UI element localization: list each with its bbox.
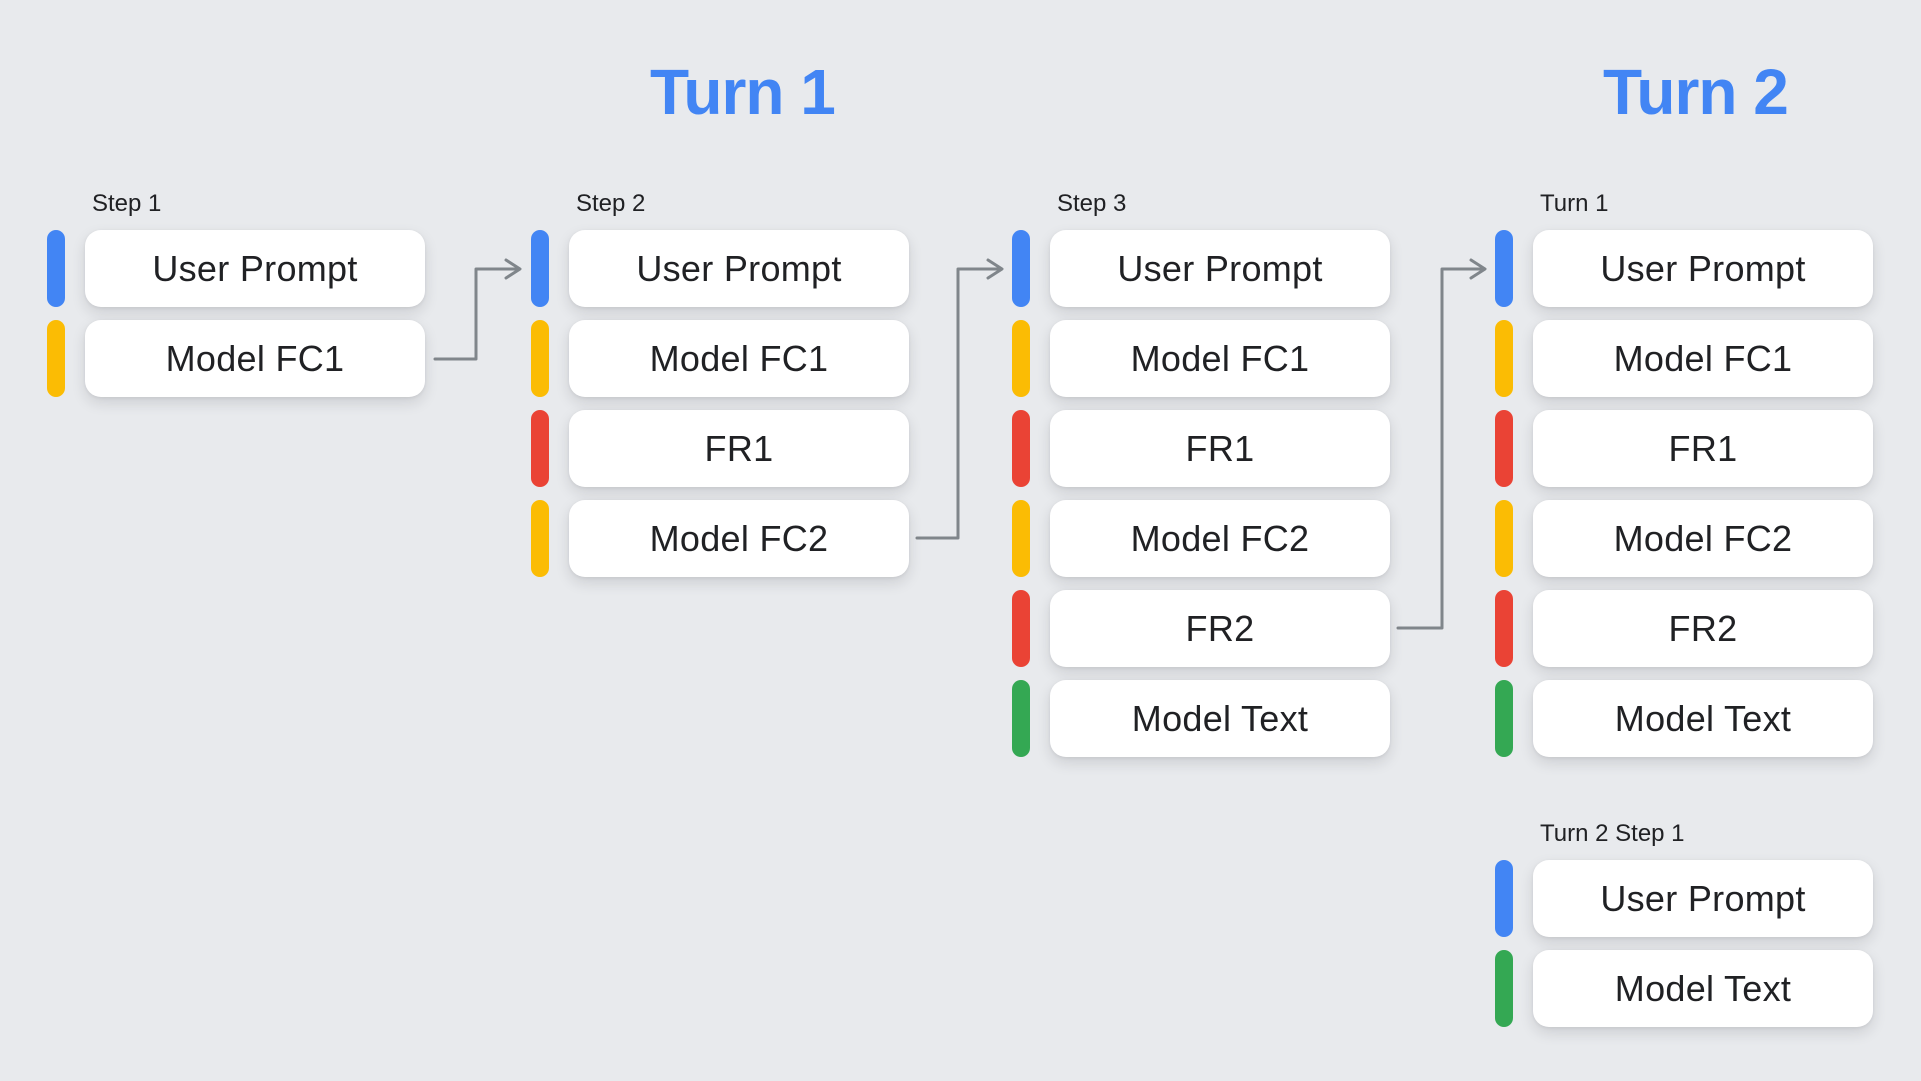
blue-bar (1495, 230, 1513, 307)
card-model-text: Model Text (1050, 680, 1390, 757)
group-label: Turn 2 Step 1 (1540, 820, 1685, 847)
card-model-fc2: Model FC2 (1533, 500, 1873, 577)
flow-arrow (915, 267, 1003, 540)
card-user-prompt: User Prompt (1533, 230, 1873, 307)
card-user-prompt: User Prompt (85, 230, 425, 307)
card-fr1: FR1 (1050, 410, 1390, 487)
yellow-bar (531, 320, 549, 397)
card-fr2: FR2 (1533, 590, 1873, 667)
card-model-text: Model Text (1533, 680, 1873, 757)
red-bar (1495, 410, 1513, 487)
turn-title: Turn 1 (650, 56, 836, 128)
blue-bar (1012, 230, 1030, 307)
arrowhead-icon (504, 258, 522, 280)
red-bar (1495, 590, 1513, 667)
card-model-fc2: Model FC2 (569, 500, 909, 577)
group-label: Step 2 (576, 190, 646, 217)
card-model-text: Model Text (1533, 950, 1873, 1027)
green-bar (1495, 680, 1513, 757)
red-bar (1012, 410, 1030, 487)
yellow-bar (531, 500, 549, 577)
group-label: Step 1 (92, 190, 162, 217)
group-label: Turn 1 (1540, 190, 1609, 217)
card-model-fc2: Model FC2 (1050, 500, 1390, 577)
turn-title: Turn 2 (1603, 56, 1789, 128)
card-fr2: FR2 (1050, 590, 1390, 667)
card-model-fc1: Model FC1 (1050, 320, 1390, 397)
card-user-prompt: User Prompt (1050, 230, 1390, 307)
card-model-fc1: Model FC1 (1533, 320, 1873, 397)
red-bar (1012, 590, 1030, 667)
card-user-prompt: User Prompt (569, 230, 909, 307)
card-user-prompt: User Prompt (1533, 860, 1873, 937)
red-bar (531, 410, 549, 487)
card-model-fc1: Model FC1 (569, 320, 909, 397)
flow-arrow (433, 267, 521, 361)
yellow-bar (1012, 500, 1030, 577)
green-bar (1495, 950, 1513, 1027)
blue-bar (531, 230, 549, 307)
yellow-bar (1495, 320, 1513, 397)
yellow-bar (47, 320, 65, 397)
blue-bar (1495, 860, 1513, 937)
green-bar (1012, 680, 1030, 757)
group-label: Step 3 (1057, 190, 1127, 217)
flow-arrow (1396, 267, 1486, 630)
card-fr1: FR1 (1533, 410, 1873, 487)
yellow-bar (1495, 500, 1513, 577)
blue-bar (47, 230, 65, 307)
card-model-fc1: Model FC1 (85, 320, 425, 397)
arrowhead-icon (1469, 258, 1487, 280)
card-fr1: FR1 (569, 410, 909, 487)
arrowhead-icon (986, 258, 1004, 280)
yellow-bar (1012, 320, 1030, 397)
